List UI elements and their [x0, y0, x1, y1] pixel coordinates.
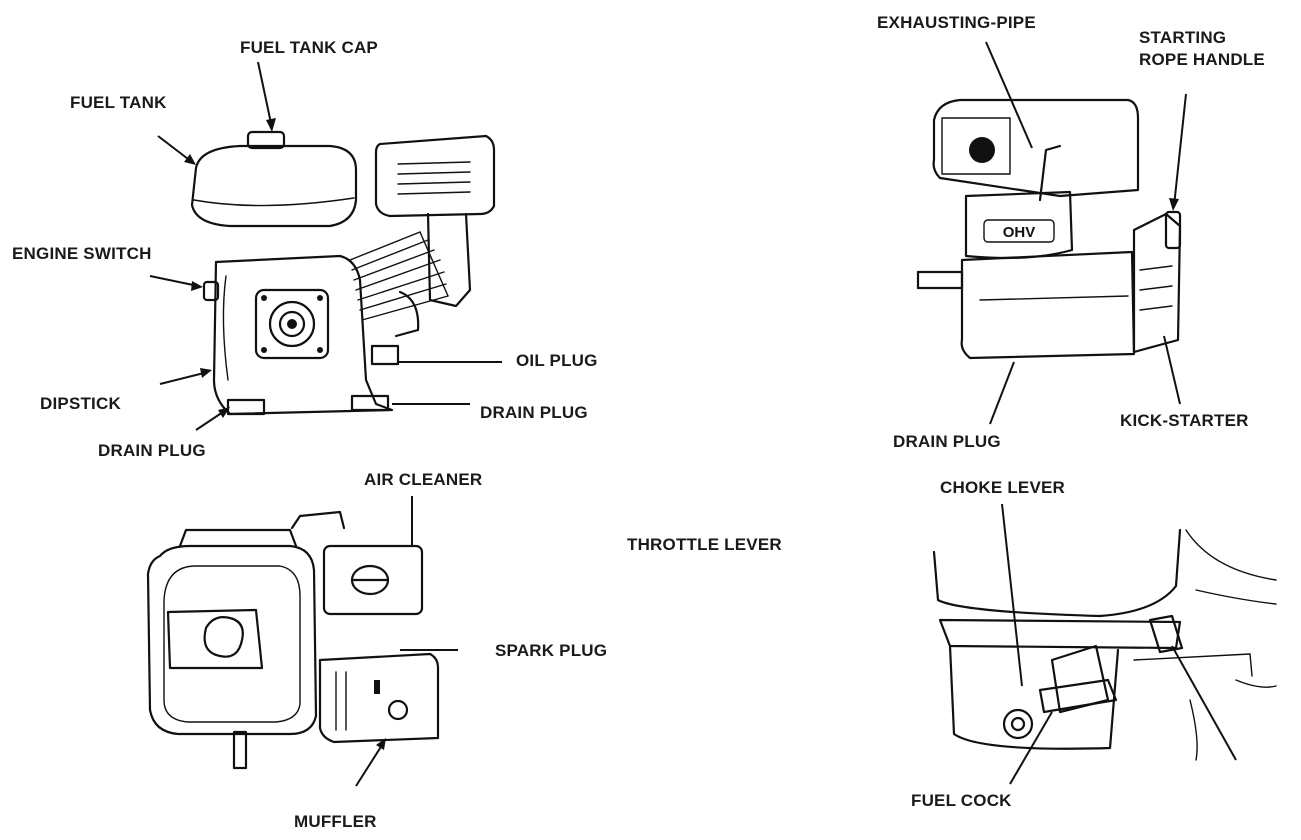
label-air-cleaner: AIR CLEANER	[364, 470, 483, 489]
ohv-badge: OHV	[1003, 224, 1036, 241]
blower-housing-shape	[374, 134, 496, 218]
label-exhausting-pipe: EXHAUSTING-PIPE	[877, 13, 1036, 32]
label-engine-switch: ENGINE SWITCH	[12, 244, 152, 263]
front-crankcase-shape	[960, 250, 1136, 360]
crankcase-shape	[212, 254, 394, 416]
tank-underside-shape	[932, 528, 1182, 618]
engine-front-view: OHV	[916, 41, 1187, 425]
label-starting-rope-handle-line2: ROPE HANDLE	[1139, 50, 1265, 69]
label-dipstick: DIPSTICK	[40, 394, 121, 413]
label-kick-starter: KICK-STARTER	[1120, 411, 1249, 430]
fuel-tank-cap-shape	[246, 130, 286, 150]
label-fuel-tank-cap: FUEL TANK CAP	[240, 38, 378, 57]
engine-side-view	[149, 61, 502, 431]
label-drain-plug-mid: DRAIN PLUG	[480, 403, 588, 422]
label-choke-lever: CHOKE LEVER	[940, 478, 1065, 497]
muffler-shape	[318, 652, 440, 744]
air-cleaner-cover-shape	[146, 544, 318, 736]
fuel-cock-closeup	[932, 503, 1277, 785]
label-oil-plug: OIL PLUG	[516, 351, 598, 370]
engine-air-cleaner-view	[146, 496, 458, 787]
bearing-plate-shape	[254, 288, 330, 360]
label-throttle-lever: THROTTLE LEVER	[627, 535, 782, 554]
label-drain-plug-right: DRAIN PLUG	[893, 432, 1001, 451]
fuel-tank-shape	[190, 144, 358, 228]
label-drain-plug-left: DRAIN PLUG	[98, 441, 206, 460]
front-housing-shape	[932, 98, 1140, 198]
label-spark-plug: SPARK PLUG	[495, 641, 608, 660]
label-fuel-tank: FUEL TANK	[70, 93, 167, 112]
crankshaft-shape	[916, 270, 964, 290]
label-fuel-cock: FUEL COCK	[911, 791, 1012, 810]
label-starting-rope-handle-line1: STARTING	[1139, 28, 1227, 47]
label-muffler: MUFFLER	[294, 812, 377, 831]
